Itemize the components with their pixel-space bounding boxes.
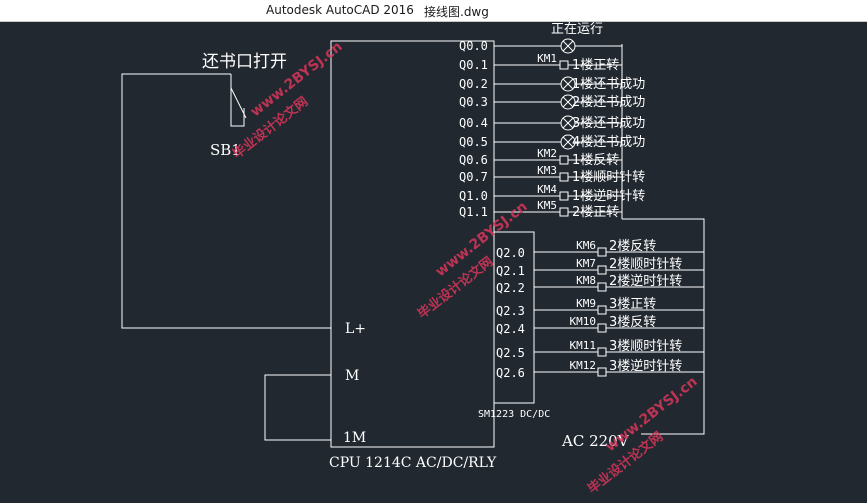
relay-coil-icon [559,172,569,182]
plc-module-box [493,231,535,404]
relay-coil-icon [597,305,607,315]
ac-supply-label: AC 220V [561,432,630,450]
output-address-Q0-3: Q0.3 [459,95,488,109]
app-title: Autodesk AutoCAD 2016 [266,3,414,17]
output-device-label: 2楼逆时针转 [609,273,682,289]
wiring-diagram: 还书口打开 SB1 L+ M 1M CPU 1214C AC/DC/RLY SM… [121,22,705,497]
output-device-label: 1楼正转 [572,58,619,73]
relay-coil-icon [559,207,569,217]
switch-wire [121,73,331,329]
module-model: SM1223 DC/DC [478,409,550,420]
switch-label: 还书口打开 [202,52,287,72]
output-device-label: 2楼正转 [572,205,619,220]
relay-coil-icon [597,282,607,292]
relay-coil-icon [559,191,569,201]
output-device-label: 1楼顺时针转 [572,170,645,185]
switch-name: SB1 [210,141,241,159]
switch-blade [230,87,247,119]
relay-label: KM8 [576,274,596,287]
input-1m: 1M [343,430,366,446]
output-address-Q0-2: Q0.2 [459,77,488,91]
output-address-Q0-6: Q0.6 [459,153,488,167]
module-address-Q2-3: Q2.3 [496,304,525,318]
module-address-Q2-2: Q2.2 [496,281,525,295]
relay-label: KM7 [576,257,596,270]
relay-coil-icon [597,347,607,357]
relay-coil-icon [559,60,569,70]
output-device-label: 3楼还书成功 [572,116,645,131]
relay-label: KM3 [537,164,557,177]
relay-coil-icon [597,323,607,333]
output-device-label: 1楼逆时针转 [572,188,645,204]
relay-label: KM6 [576,239,596,252]
output-device-label: 3楼反转 [609,315,656,330]
module-address-Q2-6: Q2.6 [496,366,525,380]
relay-label: KM1 [537,52,557,65]
relay-coil-icon [597,367,607,377]
relay-coil-icon [597,247,607,257]
output-device-label: 1楼还书成功 [572,77,645,92]
window-titlebar: Autodesk AutoCAD 2016 接线图.dwg [0,0,867,22]
output-device-label: 2楼反转 [609,239,656,254]
lamp-cross [562,40,574,52]
file-name: 接线图.dwg [424,5,489,19]
output-address-Q1-0: Q1.0 [459,189,488,203]
lamp-cross [562,136,574,148]
output-address-Q1-1: Q1.1 [459,205,488,219]
relay-label: KM12 [570,359,597,372]
output-address-Q0-1: Q0.1 [459,58,488,72]
relay-label: KM10 [570,315,597,328]
module-address-Q2-4: Q2.4 [496,322,525,336]
relay-label: KM4 [537,183,557,196]
relay-label: KM9 [576,297,596,310]
switch-contact [230,74,245,127]
output-device-label: 2楼顺时针转 [609,257,682,272]
output-device-label: 3楼顺时针转 [609,339,682,354]
output-device-label: 4楼还书成功 [572,135,645,150]
input-lplus: L+ [345,321,366,337]
lamp-cross [562,96,574,108]
relay-label: KM2 [537,147,557,160]
drawing-canvas[interactable]: 还书口打开 SB1 L+ M 1M CPU 1214C AC/DC/RLY SM… [0,22,867,499]
output-device-label: 3楼逆时针转 [609,358,682,374]
output-address-Q0-5: Q0.5 [459,135,488,149]
relay-coil-icon [559,155,569,165]
input-m: M [345,368,359,384]
output-address-Q0-0: Q0.0 [459,39,488,53]
module-address-Q2-5: Q2.5 [496,346,525,360]
relay-label: KM11 [570,339,597,352]
m-1m-wire [264,374,331,441]
plc-model: CPU 1214C AC/DC/RLY [329,455,497,471]
lamp-cross [562,78,574,90]
output-address-Q0-4: Q0.4 [459,116,488,130]
output-device-label: 1楼反转 [572,153,619,168]
output-device-label: 正在运行 [551,22,603,37]
module-address-Q2-0: Q2.0 [496,246,525,260]
output-device-label: 2楼还书成功 [572,95,645,110]
output-device-label: 3楼正转 [609,297,656,312]
ac-supply-wire [622,218,705,435]
relay-coil-icon [597,265,607,275]
relay-label: KM5 [537,199,557,212]
module-address-Q2-1: Q2.1 [496,264,525,278]
lamp-cross [562,117,574,129]
output-address-Q0-7: Q0.7 [459,170,488,184]
